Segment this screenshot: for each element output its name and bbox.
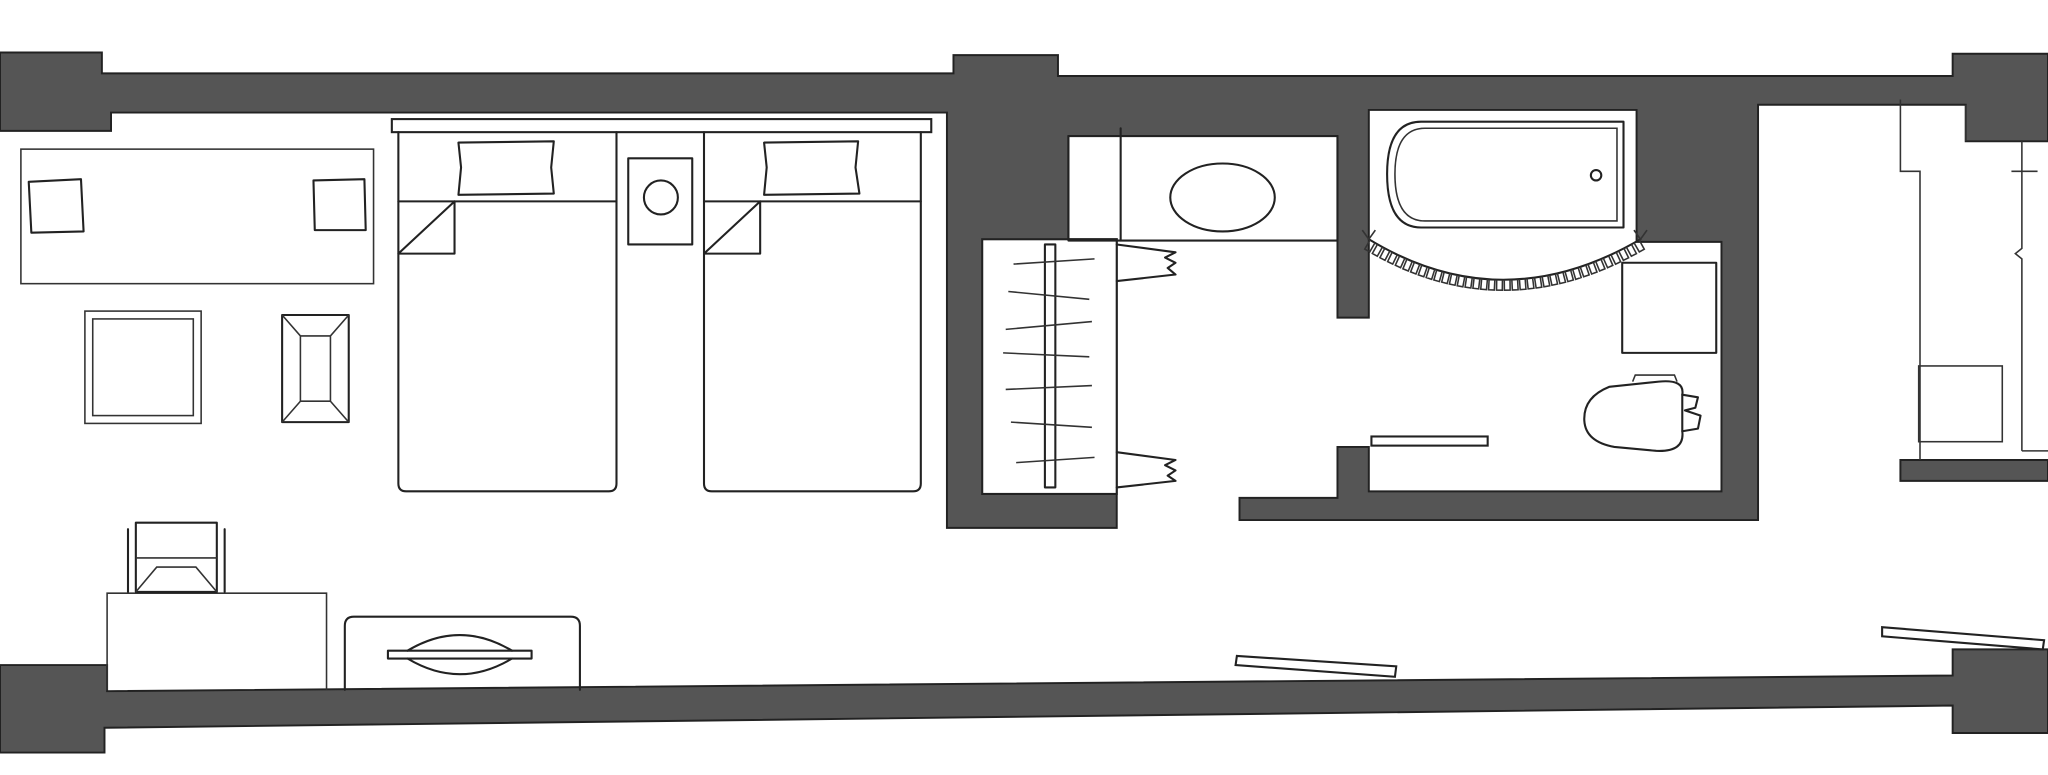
bed-right	[702, 131, 922, 493]
entry-door	[1881, 626, 2046, 651]
wardrobe-door-bottom	[1115, 451, 1177, 489]
bed-left	[397, 131, 618, 493]
pillow-left	[457, 140, 555, 196]
sofa-cushion-left	[27, 178, 85, 234]
curtain-pleats	[1363, 239, 1646, 291]
sink-icon	[1169, 162, 1276, 233]
wardrobe-door-top	[1115, 243, 1177, 283]
tub-drain-icon	[1589, 168, 1603, 182]
side-table	[281, 313, 350, 424]
sofa-bench	[20, 148, 375, 285]
bottom-wall	[0, 648, 2048, 754]
bed-left-turndown	[397, 200, 456, 255]
bed-right-turndown	[702, 200, 762, 255]
coffee-table	[84, 310, 202, 425]
sofa-cushion-right	[312, 178, 367, 232]
entry-closet	[1899, 99, 2048, 460]
nightstand	[627, 157, 694, 246]
bathtub	[1386, 120, 1625, 229]
desk	[106, 592, 328, 690]
luggage-rack	[343, 615, 581, 691]
toilet	[1583, 374, 1702, 452]
towel-bar	[1370, 435, 1489, 447]
headboard	[390, 118, 933, 134]
vanity	[1067, 127, 1339, 242]
pillow-right	[763, 140, 861, 196]
floor-marker	[1234, 654, 1398, 678]
bath-stool	[1621, 261, 1718, 354]
shower-curtain	[1361, 229, 1648, 291]
desk-chair	[126, 521, 226, 593]
wardrobe	[981, 238, 1118, 495]
right-stub-wall	[1899, 459, 2048, 482]
lamp-icon	[642, 179, 679, 216]
